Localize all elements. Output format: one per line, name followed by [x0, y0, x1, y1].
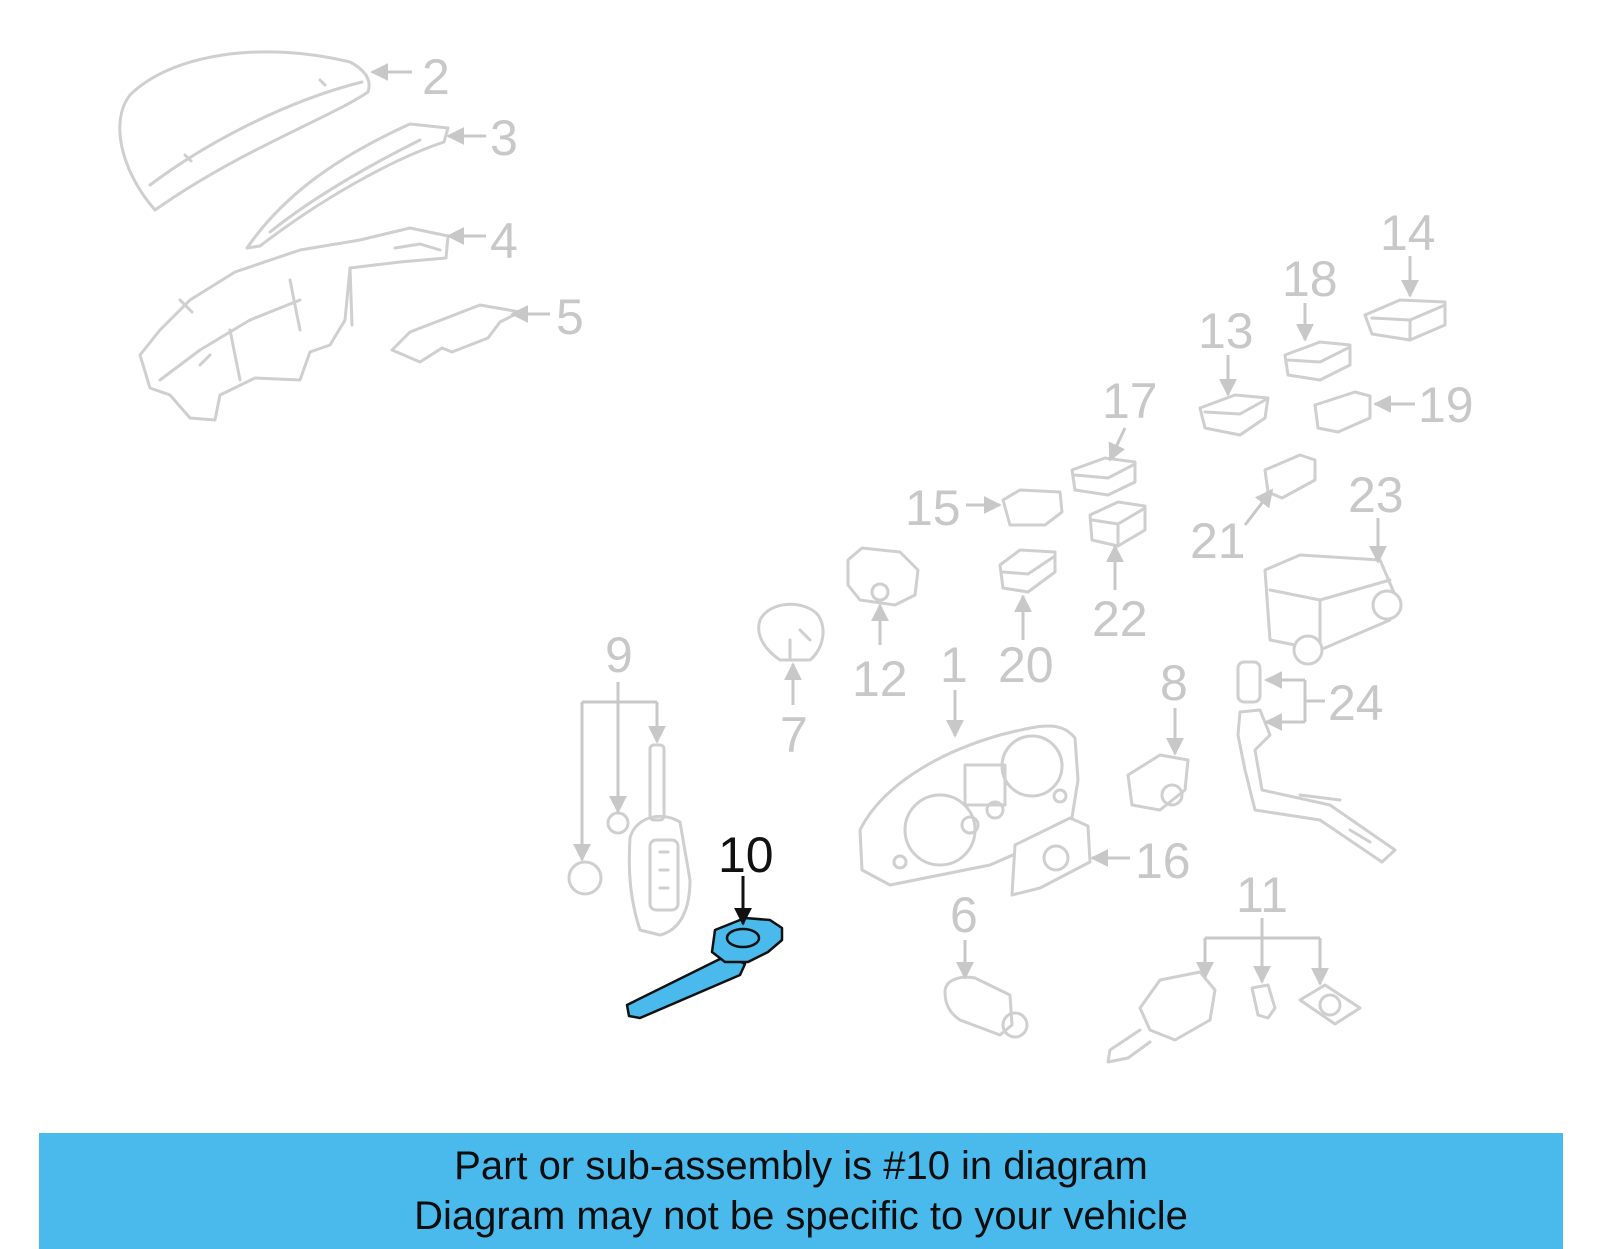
callout-2[interactable]: 2: [422, 49, 450, 105]
part-8-switch: 8: [1126, 655, 1190, 812]
callout-23[interactable]: 23: [1348, 467, 1404, 523]
key-blade-emblem: [725, 927, 761, 949]
part-14-switch: 14: [1363, 205, 1447, 342]
info-banner: Part or sub-assembly is #10 in diagram D…: [39, 1133, 1563, 1249]
part-7-knob: 7: [757, 602, 825, 763]
part-6-lamp: 6: [943, 887, 1029, 1039]
part-21-switch: 21: [1190, 453, 1317, 569]
part-11-switch-set: 11: [1106, 867, 1362, 1064]
part-13-switch: 13: [1198, 303, 1270, 437]
callout-1[interactable]: 1: [940, 637, 968, 693]
key-blade-shaft: [625, 953, 747, 1020]
part-15-switch: 15: [905, 480, 1064, 536]
callout-9[interactable]: 9: [605, 627, 633, 683]
callout-17[interactable]: 17: [1102, 373, 1158, 429]
callout-24[interactable]: 24: [1328, 675, 1384, 731]
part-22-switch: 22: [1088, 500, 1148, 647]
part-3-trim-strip: 3: [245, 110, 518, 250]
part-24-sensor-harness: 24: [1236, 660, 1397, 864]
part-5-panel: 5: [390, 289, 584, 364]
part-16-module: 16: [1010, 816, 1191, 897]
callout-4[interactable]: 4: [490, 213, 518, 269]
part-12-switch: 12: [846, 546, 920, 707]
callout-8[interactable]: 8: [1160, 655, 1188, 711]
banner-part-line: Part or sub-assembly is #10 in diagram: [454, 1144, 1148, 1188]
callout-18[interactable]: 18: [1282, 251, 1338, 307]
part-10-key-blade: 10: [625, 827, 784, 1020]
part-17-switch: 17: [1070, 373, 1158, 497]
callout-10[interactable]: 10: [718, 827, 774, 883]
callout-11[interactable]: 11: [1236, 867, 1288, 923]
callout-22[interactable]: 22: [1092, 591, 1148, 647]
callout-3[interactable]: 3: [490, 110, 518, 166]
part-23-climate-control: 23: [1263, 467, 1404, 666]
part-18-switch: 18: [1282, 251, 1352, 382]
part-4-dash-frame: 4: [138, 213, 518, 422]
callout-13[interactable]: 13: [1198, 303, 1254, 359]
callout-15[interactable]: 15: [905, 480, 961, 536]
callout-20[interactable]: 20: [998, 637, 1054, 693]
part-20-switch: 20: [998, 548, 1057, 693]
callout-16[interactable]: 16: [1135, 833, 1191, 889]
callout-7[interactable]: 7: [780, 707, 808, 763]
callout-5[interactable]: 5: [556, 289, 584, 345]
callout-12[interactable]: 12: [852, 651, 908, 707]
part-9-key-fob: 9: [567, 627, 692, 937]
part-2-dash-cover: 2: [118, 49, 450, 212]
banner-disclaimer-line: Diagram may not be specific to your vehi…: [414, 1194, 1188, 1238]
callout-21[interactable]: 21: [1190, 513, 1246, 569]
callout-14[interactable]: 14: [1380, 205, 1436, 261]
part-19-switch: 19: [1313, 377, 1474, 434]
callout-6[interactable]: 6: [950, 887, 978, 943]
callout-19[interactable]: 19: [1418, 377, 1474, 433]
